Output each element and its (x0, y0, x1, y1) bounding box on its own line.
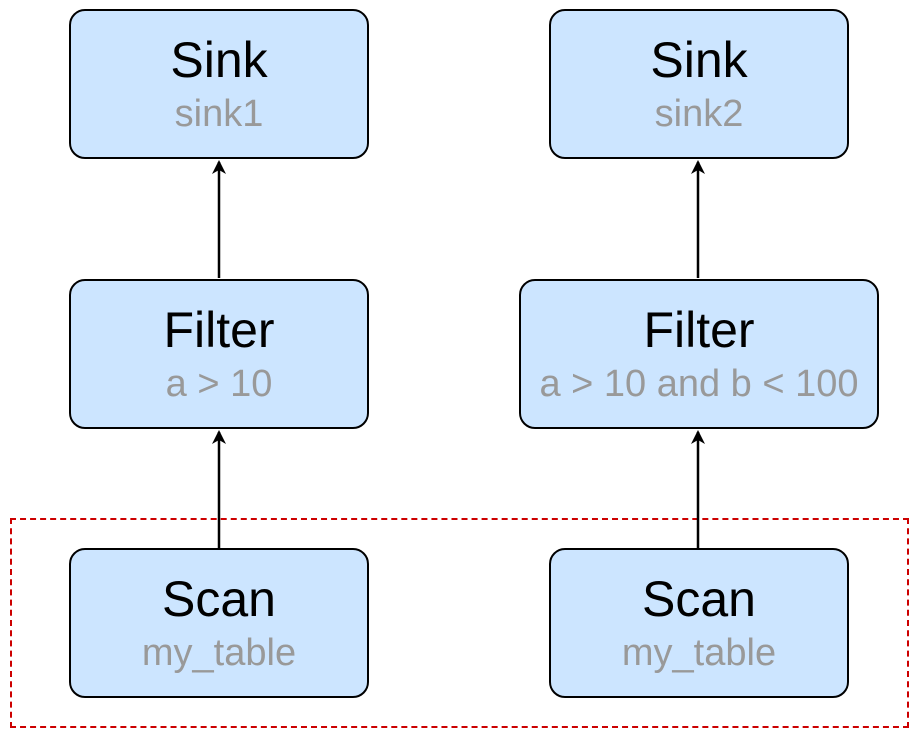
right-filter-node: Filter a > 10 and b < 100 (519, 279, 879, 429)
right-filter-detail: a > 10 and b < 100 (539, 363, 859, 405)
left-filter-title: Filter (163, 302, 275, 358)
right-sink-title: Sink (650, 32, 748, 88)
right-scan-detail: my_table (621, 632, 777, 674)
shared-scan-group-box (10, 518, 909, 728)
left-scan-title: Scan (162, 571, 276, 627)
right-filter-title: Filter (643, 302, 755, 358)
left-scan-detail: my_table (141, 632, 297, 674)
left-sink-detail: sink1 (174, 93, 264, 135)
left-sink-title: Sink (170, 32, 268, 88)
left-filter-node: Filter a > 10 (69, 279, 369, 429)
right-scan-node: Scan my_table (549, 548, 849, 698)
right-sink-detail: sink2 (654, 93, 744, 135)
left-scan-node: Scan my_table (69, 548, 369, 698)
left-sink-node: Sink sink1 (69, 9, 369, 159)
right-scan-title: Scan (642, 571, 756, 627)
right-sink-node: Sink sink2 (549, 9, 849, 159)
left-filter-detail: a > 10 (165, 363, 273, 405)
